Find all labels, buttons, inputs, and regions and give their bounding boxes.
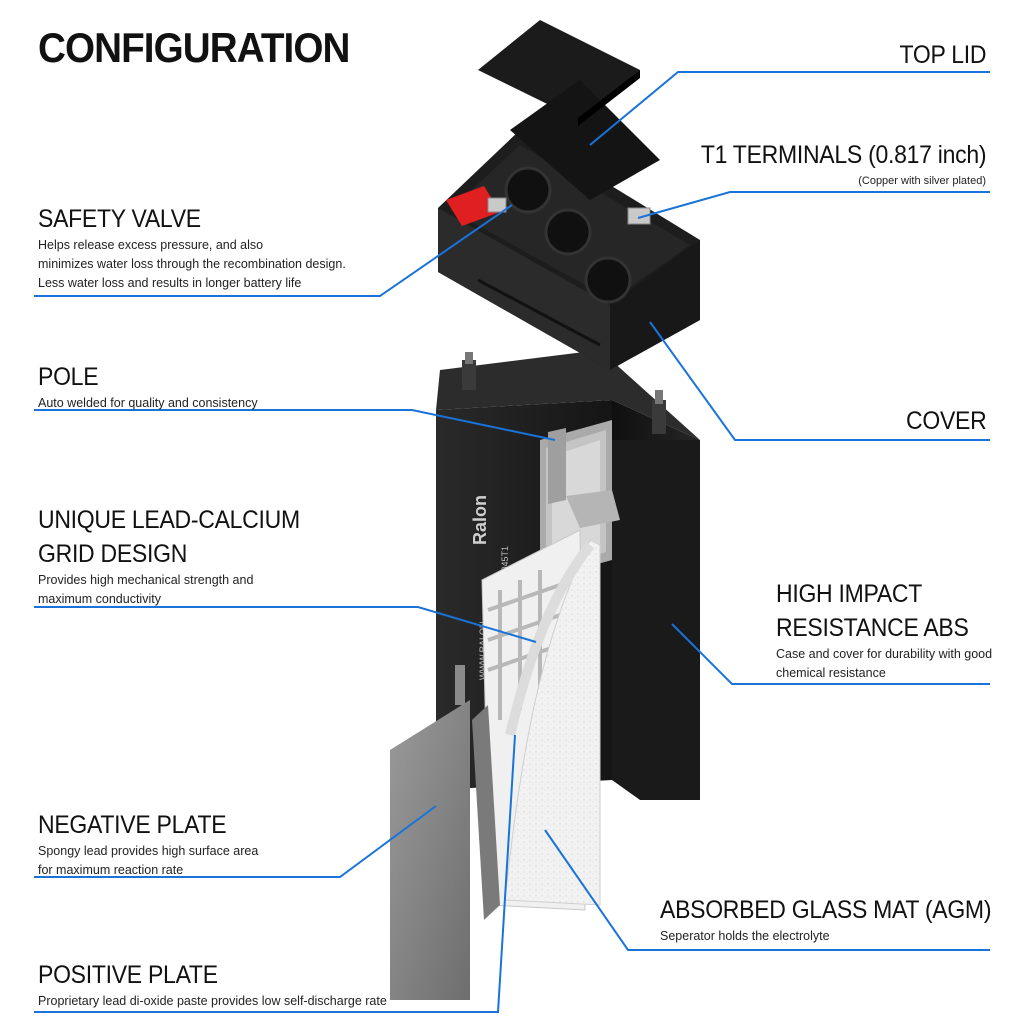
callout-desc: Less water loss and results in longer ba… xyxy=(38,276,302,290)
battery-cover xyxy=(438,130,700,370)
callout-negative-plate: NEGATIVE PLATE Spongy lead provides high… xyxy=(38,808,258,880)
pole-connector xyxy=(548,428,620,528)
callout-desc: (Copper with silver plated) xyxy=(858,175,986,187)
callout-title: RESISTANCE ABS xyxy=(776,614,969,642)
callout-positive-plate: POSITIVE PLATE Proprietary lead di-oxide… xyxy=(38,958,387,1011)
callout-title: GRID DESIGN xyxy=(38,540,188,568)
callout-desc: Auto welded for quality and consistency xyxy=(38,396,258,410)
callout-t1-terminals: T1 TERMINALS (0.817 inch) (Copper with s… xyxy=(676,138,987,191)
callout-title: UNIQUE LEAD-CALCIUM xyxy=(38,506,300,534)
callout-grid-design: UNIQUE LEAD-CALCIUM GRID DESIGN Provides… xyxy=(38,503,323,609)
battery-website: WWW.RALON xyxy=(478,622,488,681)
callout-desc: Proprietary lead di-oxide paste provides… xyxy=(38,994,387,1008)
callout-title: TOP LID xyxy=(899,41,986,69)
callout-desc: Spongy lead provides high surface area xyxy=(38,844,259,858)
t1-terminal-right xyxy=(627,207,651,225)
callout-desc: Seperator holds the electrolyte xyxy=(660,929,830,943)
callout-title: POSITIVE PLATE xyxy=(38,961,218,989)
leader-positive xyxy=(34,734,516,1013)
callout-desc: Provides high mechanical strength and xyxy=(38,573,254,587)
callout-title: NEGATIVE PLATE xyxy=(38,811,227,839)
leader-lines xyxy=(34,71,990,1013)
callout-pole: POLE Auto welded for quality and consist… xyxy=(38,360,258,413)
top-lid xyxy=(478,20,660,200)
callout-desc: chemical resistance xyxy=(776,666,886,680)
callout-desc: minimizes water loss through the recombi… xyxy=(38,257,346,271)
callout-title: HIGH IMPACT xyxy=(776,580,923,608)
leader-terminals xyxy=(637,191,990,219)
callout-title: T1 TERMINALS (0.817 inch) xyxy=(700,141,987,169)
negative-plate xyxy=(390,665,470,1000)
callout-title: SAFETY VALVE xyxy=(38,205,201,233)
leader-safety xyxy=(34,204,513,297)
callout-desc: Case and cover for durability with good xyxy=(776,647,993,661)
callout-title: POLE xyxy=(38,363,99,391)
t1-terminal-left xyxy=(487,197,507,213)
callout-agm: ABSORBED GLASS MAT (AGM) Seperator holds… xyxy=(660,893,1020,946)
callout-top-lid: TOP LID xyxy=(892,38,986,72)
leader-agm xyxy=(544,829,990,951)
callout-high-impact-abs: HIGH IMPACT RESISTANCE ABS Case and cove… xyxy=(776,577,992,683)
page-title: CONFIGURATION xyxy=(38,24,350,71)
leader-abs xyxy=(671,623,990,685)
battery-poles xyxy=(462,352,666,434)
safety-valve-cap xyxy=(446,186,500,226)
leader-cover xyxy=(649,321,990,441)
callout-title: COVER xyxy=(905,407,987,435)
positive-plate xyxy=(472,705,500,920)
leader-pole xyxy=(34,409,556,441)
callout-cover: COVER xyxy=(899,404,987,438)
leader-top-lid xyxy=(589,71,990,146)
battery-brand: Ralon xyxy=(470,495,490,545)
callout-safety-valve: SAFETY VALVE Helps release excess pressu… xyxy=(38,202,346,293)
callout-title: ABSORBED GLASS MAT (AGM) xyxy=(660,896,992,924)
callout-desc: for maximum reaction rate xyxy=(38,863,184,877)
agm-separator xyxy=(504,539,601,906)
callout-desc: Helps release excess pressure, and also xyxy=(38,238,264,252)
callout-desc: maximum conductivity xyxy=(38,592,161,606)
leader-negative xyxy=(34,805,437,878)
leader-grid xyxy=(34,606,537,643)
